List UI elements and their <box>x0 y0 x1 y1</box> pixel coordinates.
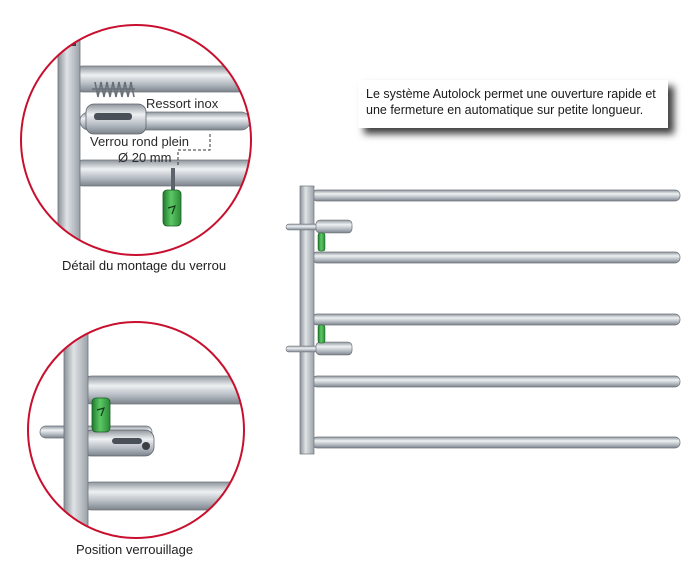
gate-rails <box>311 189 681 449</box>
detail-circle-top <box>20 24 252 256</box>
detail-circle-bottom <box>27 321 245 539</box>
caption-top: Détail du montage du verrou <box>62 258 227 273</box>
spring-icon <box>92 81 135 98</box>
description-box: Le système Autolock permet une ouverture… <box>358 80 668 128</box>
label-bolt-line2: Ø 20 mm <box>118 150 171 165</box>
label-bolt-line1: Verrou rond plein <box>90 134 189 149</box>
lock-handle-icon <box>91 397 111 433</box>
lock-handle-icon <box>162 168 182 227</box>
label-spring: Ressort inox <box>146 96 219 111</box>
caption-bottom: Position verrouillage <box>76 542 194 557</box>
latch-upper <box>285 219 353 252</box>
gate-overview <box>285 185 681 455</box>
description-text: Le système Autolock permet une ouverture… <box>366 87 656 117</box>
latch-lower <box>285 324 353 356</box>
